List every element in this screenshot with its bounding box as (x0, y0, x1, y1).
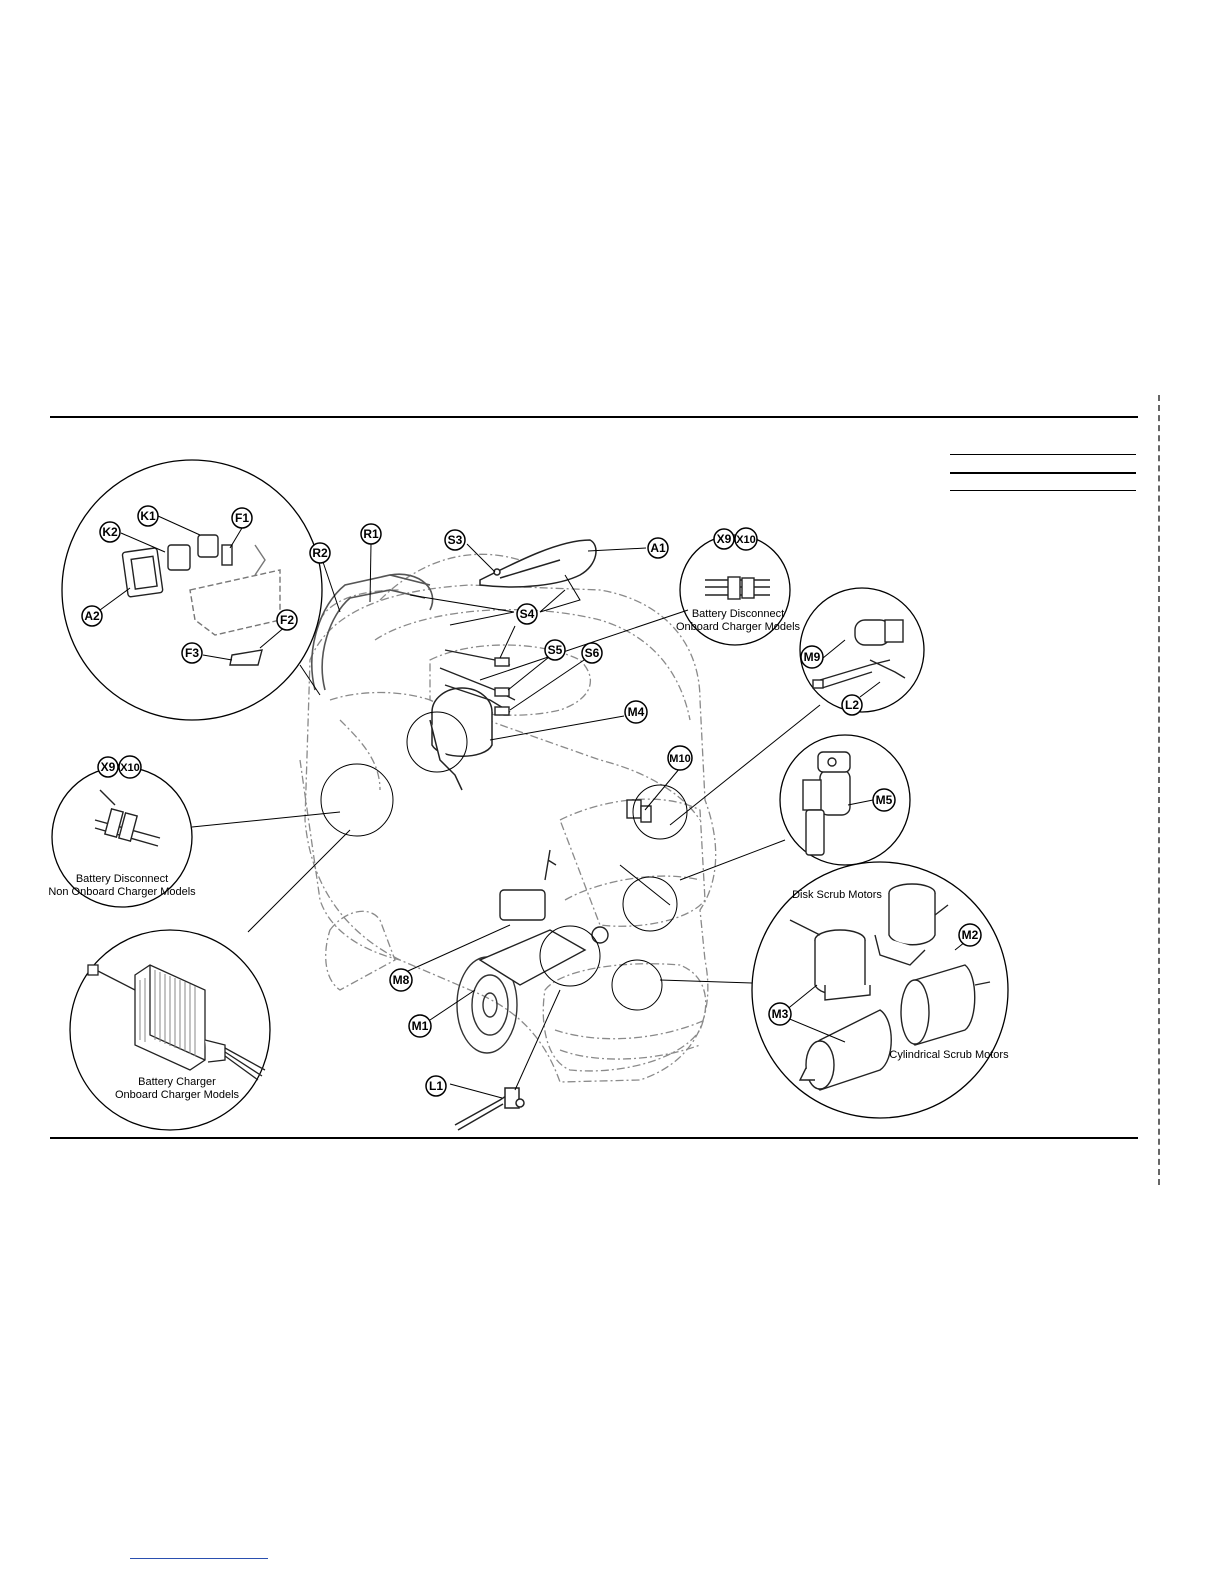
caption-battery-disconnect-onboard-line2: Onboard Charger Models (676, 621, 801, 633)
callout-s3: S3 (448, 533, 463, 547)
callout-l2: L2 (845, 698, 859, 712)
callout-f3: F3 (185, 646, 199, 660)
callout-x10-top: X10 (736, 534, 756, 546)
caption-cylindrical-scrub-motors: Cylindrical Scrub Motors (889, 1049, 1009, 1061)
caption-battery-disconnect-non-onboard-line1: Battery Disconnect (76, 873, 168, 885)
callout-x10-left: X10 (120, 762, 140, 774)
callout-m4: M4 (628, 705, 645, 719)
callout-m2: M2 (962, 928, 979, 942)
battery-charger-part (88, 965, 265, 1080)
callout-m8: M8 (393, 973, 410, 987)
m9-l2-parts (813, 620, 905, 688)
m10-connector (627, 800, 651, 822)
control-panel-a1 (480, 540, 596, 587)
caption-disk-scrub-motors: Disk Scrub Motors (792, 889, 882, 901)
callout-m3: M3 (772, 1007, 789, 1021)
caption-battery-charger-line2: Onboard Charger Models (115, 1089, 240, 1101)
drive-motor-assembly (480, 850, 608, 985)
vacuum-motor (430, 688, 492, 790)
callout-m10: M10 (669, 753, 690, 765)
callout-s5: S5 (548, 643, 563, 657)
callout-s6: S6 (585, 646, 600, 660)
callout-f2: F2 (280, 613, 294, 627)
callout-r1: R1 (363, 527, 379, 541)
callout-x9-left: X9 (101, 760, 116, 774)
caption-battery-charger-line1: Battery Charger (138, 1076, 216, 1088)
callout-a1: A1 (650, 541, 666, 555)
callout-m9: M9 (804, 650, 821, 664)
callout-k1: K1 (140, 509, 156, 523)
callout-m5: M5 (876, 793, 893, 807)
callout-r2: R2 (312, 546, 328, 560)
battery-disconnect-onboard-part (705, 577, 770, 599)
callout-x9-top: X9 (717, 532, 732, 546)
callout-a2: A2 (84, 609, 100, 623)
caption-battery-disconnect-onboard-line1: Battery Disconnect (692, 608, 784, 620)
relay-fuse-parts (122, 535, 280, 665)
callout-f1: F1 (235, 511, 249, 525)
callout-l1: L1 (429, 1079, 443, 1093)
battery-disconnect-non-onboard-part (95, 790, 160, 846)
callout-m1: M1 (412, 1019, 429, 1033)
caption-battery-disconnect-non-onboard-line2: Non Onboard Charger Models (48, 886, 196, 898)
callout-s4: S4 (520, 607, 535, 621)
callout-k2: K2 (102, 525, 118, 539)
m5-part (803, 752, 850, 855)
